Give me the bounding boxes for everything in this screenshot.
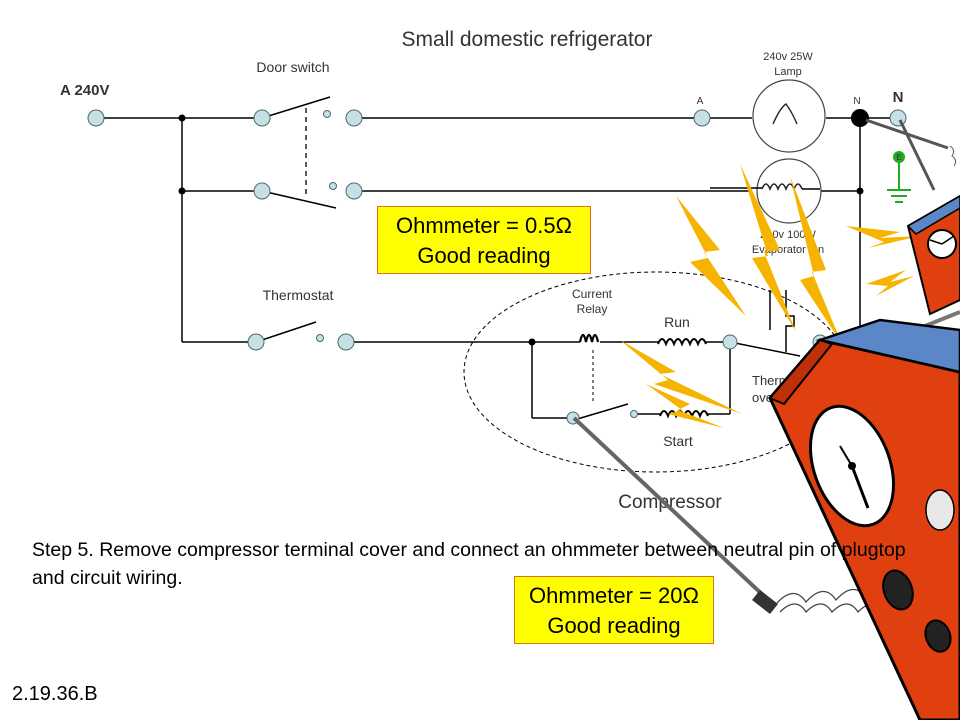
- ohmmeter-reading-callout-fan: Ohmmeter = 0.5Ω Good reading: [377, 206, 591, 274]
- callout-reading: Ohmmeter = 20Ω: [529, 583, 699, 608]
- supply-label: A 240V: [60, 82, 109, 99]
- lamp: 240v 25W Lamp A N: [693, 51, 861, 153]
- lightning-icon: [866, 270, 914, 296]
- small-ohmmeter-icon: [906, 194, 960, 316]
- compressor-label: Compressor: [618, 492, 722, 513]
- lamp-label: Lamp: [774, 66, 802, 78]
- lamp-a-terminal: [693, 109, 711, 127]
- door-switch-terminal: [345, 182, 363, 200]
- lightning-icon: [846, 226, 920, 248]
- callout-reading: Ohmmeter = 0.5Ω: [395, 213, 572, 238]
- earth-symbol: E: [887, 151, 911, 203]
- evaporator-fan: 240v 100W Evaporator fan: [710, 158, 824, 256]
- supply-terminal: [87, 109, 105, 127]
- lightning-icon: [740, 164, 796, 332]
- run-terminal: [722, 334, 738, 350]
- slide-id: 2.19.36.B: [12, 683, 98, 705]
- lamp-a-label: A: [697, 96, 704, 107]
- lightning-icon: [676, 196, 746, 316]
- earth-label: E: [896, 153, 901, 162]
- upper-probe: [865, 118, 957, 191]
- door-switch-terminal: [253, 182, 271, 200]
- lightning-icon: [646, 384, 724, 428]
- diagram-title: Small domestic refrigerator: [402, 28, 653, 51]
- door-switch-label: Door switch: [256, 59, 329, 75]
- lightning-bolts: [620, 164, 920, 428]
- run-winding: Run: [657, 314, 738, 350]
- neutral-junction: [851, 109, 869, 127]
- start-label: Start: [663, 433, 693, 449]
- large-ohmmeter-icon: [768, 318, 960, 720]
- neutral-terminal: [889, 109, 907, 127]
- current-relay: Current Relay: [528, 287, 638, 425]
- step-instruction: Step 5. Remove compressor terminal cover…: [32, 539, 906, 589]
- neutral-label: N: [893, 89, 904, 106]
- callout-verdict: Good reading: [417, 243, 551, 268]
- lightning-icon: [790, 176, 842, 344]
- door-switch-terminal: [345, 109, 363, 127]
- run-label: Run: [664, 314, 690, 330]
- callout-verdict: Good reading: [547, 613, 681, 638]
- ohmmeter-reading-callout-compressor: Ohmmeter = 20Ω Good reading: [514, 576, 714, 644]
- thermostat-label: Thermostat: [263, 287, 334, 303]
- lightning-icon: [620, 340, 742, 414]
- thermostat: Thermostat: [247, 287, 355, 351]
- door-switch: Door switch: [253, 59, 363, 209]
- current-relay-label: Relay: [577, 302, 608, 316]
- lamp-n-label: N: [853, 96, 860, 107]
- door-switch-terminal: [253, 109, 271, 127]
- current-relay-label: Current: [572, 287, 613, 301]
- lamp-rating: 240v 25W: [763, 51, 813, 63]
